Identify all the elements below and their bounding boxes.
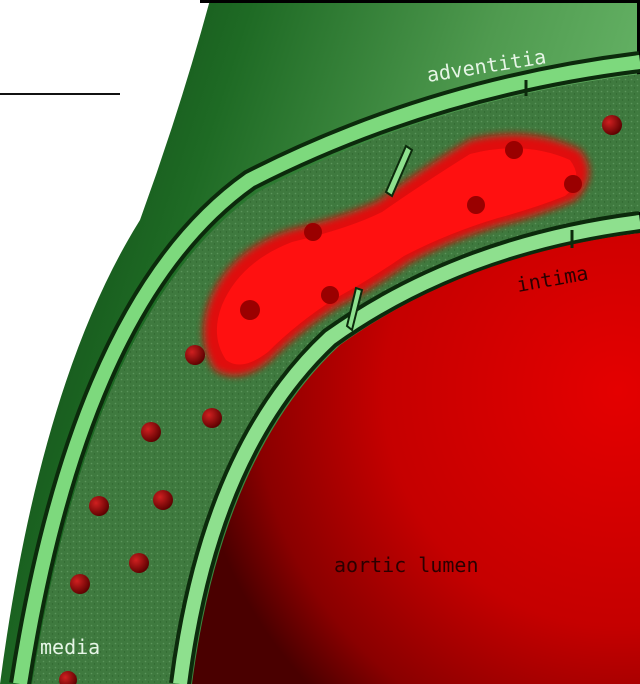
cell — [505, 141, 523, 159]
cell — [141, 422, 161, 442]
cell — [185, 345, 205, 365]
cell — [467, 196, 485, 214]
media-label: media — [40, 635, 100, 659]
cell — [240, 300, 260, 320]
cell — [321, 286, 339, 304]
cell — [129, 553, 149, 573]
cell — [602, 115, 622, 135]
cell — [564, 175, 582, 193]
cell — [202, 408, 222, 428]
cell — [89, 496, 109, 516]
aortic-lumen-label: aortic lumen — [334, 553, 479, 577]
cell — [153, 490, 173, 510]
cell — [70, 574, 90, 594]
cell — [304, 223, 322, 241]
frame-top — [200, 0, 640, 3]
